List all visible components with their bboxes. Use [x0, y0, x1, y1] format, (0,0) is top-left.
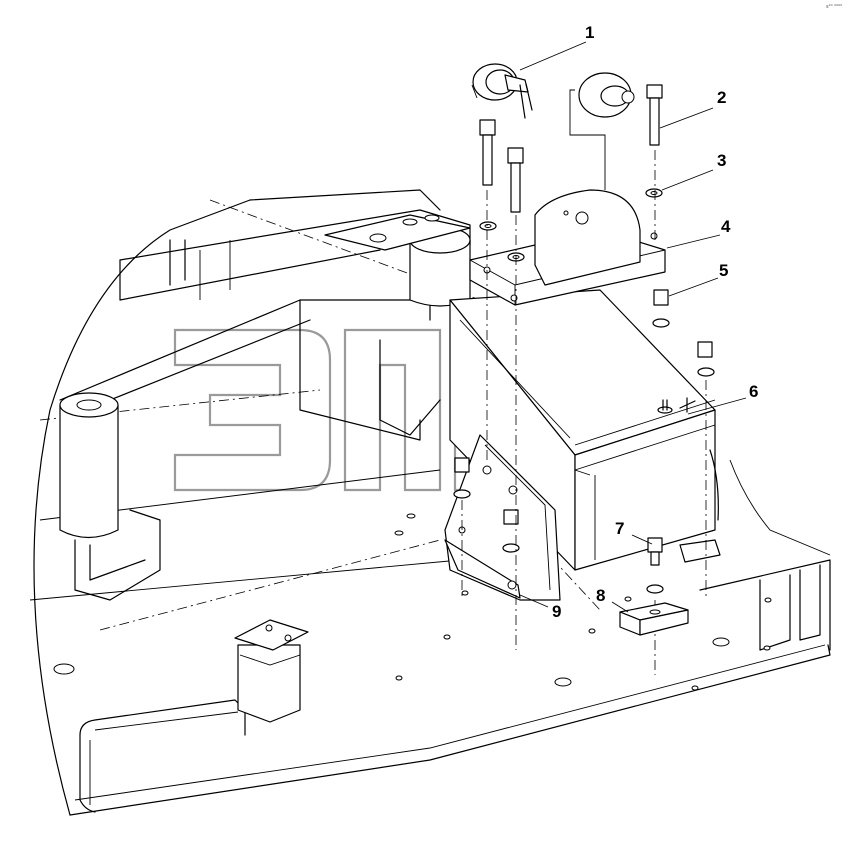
- ignition-switch: [471, 63, 533, 119]
- switch-detail: [569, 72, 635, 190]
- leader-lines: [519, 41, 747, 613]
- post-upper: [324, 214, 471, 307]
- post-left: [59, 392, 161, 601]
- deck-holes: [53, 513, 772, 691]
- pad-block: [619, 602, 689, 636]
- callout-8: 8: [596, 586, 605, 605]
- post-lower: [234, 619, 309, 723]
- callout-4: 4: [721, 217, 731, 236]
- fasteners: [453, 84, 715, 675]
- callout-9: 9: [552, 602, 561, 621]
- callout-2: 2: [717, 88, 726, 107]
- machine-frame: [29, 189, 831, 816]
- callout-7: 7: [615, 519, 624, 538]
- callout-3: 3: [717, 151, 726, 170]
- bracket-top: [469, 189, 666, 306]
- corner-id: s²⁰ ⁰⁰⁰⁰: [826, 4, 842, 10]
- callout-1: 1: [585, 23, 594, 42]
- callout-labels: 1 2 3 4 5 6 7 8 9: [552, 23, 758, 621]
- callout-5: 5: [719, 261, 728, 280]
- callout-6: 6: [749, 382, 758, 401]
- bracket-side: [444, 434, 561, 601]
